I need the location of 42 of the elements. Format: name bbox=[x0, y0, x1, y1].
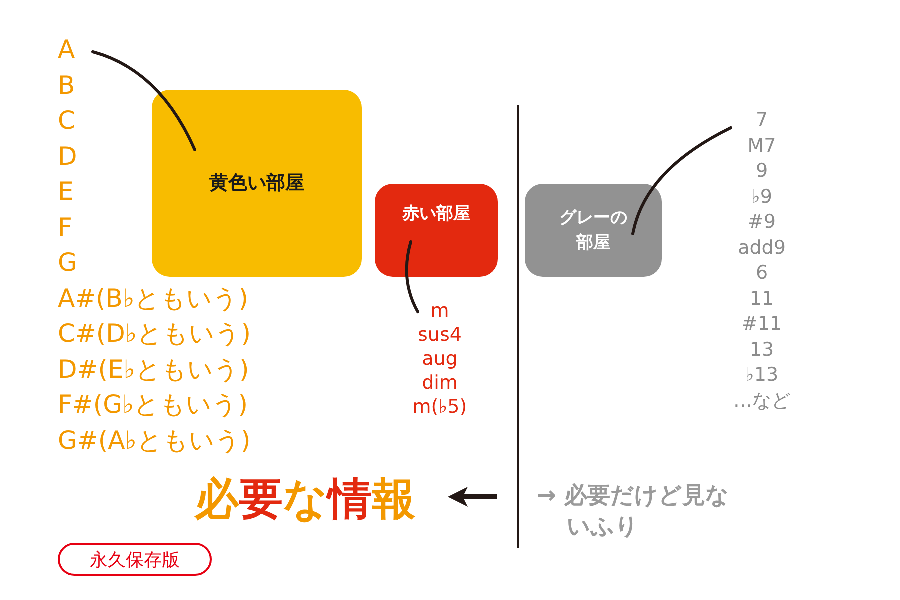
leader-line bbox=[405, 240, 420, 314]
list-item: 9 bbox=[756, 159, 768, 184]
list-item: …など bbox=[734, 388, 790, 414]
list-item: D#(E♭ともいう) bbox=[58, 354, 250, 386]
list-item: G#(A♭ともいう) bbox=[58, 424, 251, 456]
list-item: #9 bbox=[748, 210, 776, 235]
list-item: 11 bbox=[750, 286, 774, 312]
list-item: add9 bbox=[738, 236, 786, 260]
room-box bbox=[375, 184, 498, 277]
room-box bbox=[152, 90, 362, 277]
side-note: → 必要だけど見ないふり bbox=[537, 482, 730, 542]
list-item: m bbox=[430, 299, 450, 323]
list-item: 13 bbox=[750, 338, 774, 362]
list-item: D bbox=[58, 140, 78, 172]
list-item: B bbox=[58, 70, 76, 102]
list-item: #11 bbox=[742, 312, 782, 337]
list-item: F#(G♭ともいう) bbox=[58, 389, 248, 421]
list-item: dim bbox=[422, 371, 458, 395]
leader-line bbox=[92, 50, 196, 152]
headline: 必要な情報 bbox=[195, 478, 416, 522]
room-box bbox=[525, 184, 662, 277]
list-item: F bbox=[58, 212, 72, 244]
list-item: 7 bbox=[756, 108, 768, 133]
list-item: G bbox=[58, 247, 78, 279]
list-item: ♭13 bbox=[745, 363, 779, 388]
list-item: C bbox=[58, 105, 76, 137]
list-item: aug bbox=[422, 347, 458, 371]
list-item: C#(D♭ともいう) bbox=[58, 318, 251, 350]
room-label: グレーの部屋 bbox=[558, 206, 628, 254]
leader-line bbox=[632, 126, 732, 236]
room-label: 赤い部屋 bbox=[402, 203, 470, 226]
list-item: A bbox=[58, 34, 76, 66]
room-label: 黄色い部屋 bbox=[210, 170, 304, 196]
list-item: A#(B♭ともいう) bbox=[58, 282, 248, 314]
list-item: m(♭5) bbox=[412, 395, 468, 419]
list-item: M7 bbox=[748, 134, 776, 158]
arrow bbox=[448, 487, 497, 507]
list-item: ♭9 bbox=[751, 184, 773, 210]
list-item: sus4 bbox=[418, 323, 462, 347]
list-item: E bbox=[58, 176, 74, 208]
list-item: 6 bbox=[756, 261, 768, 286]
stamp-badge: 永久保存版 bbox=[58, 543, 212, 576]
